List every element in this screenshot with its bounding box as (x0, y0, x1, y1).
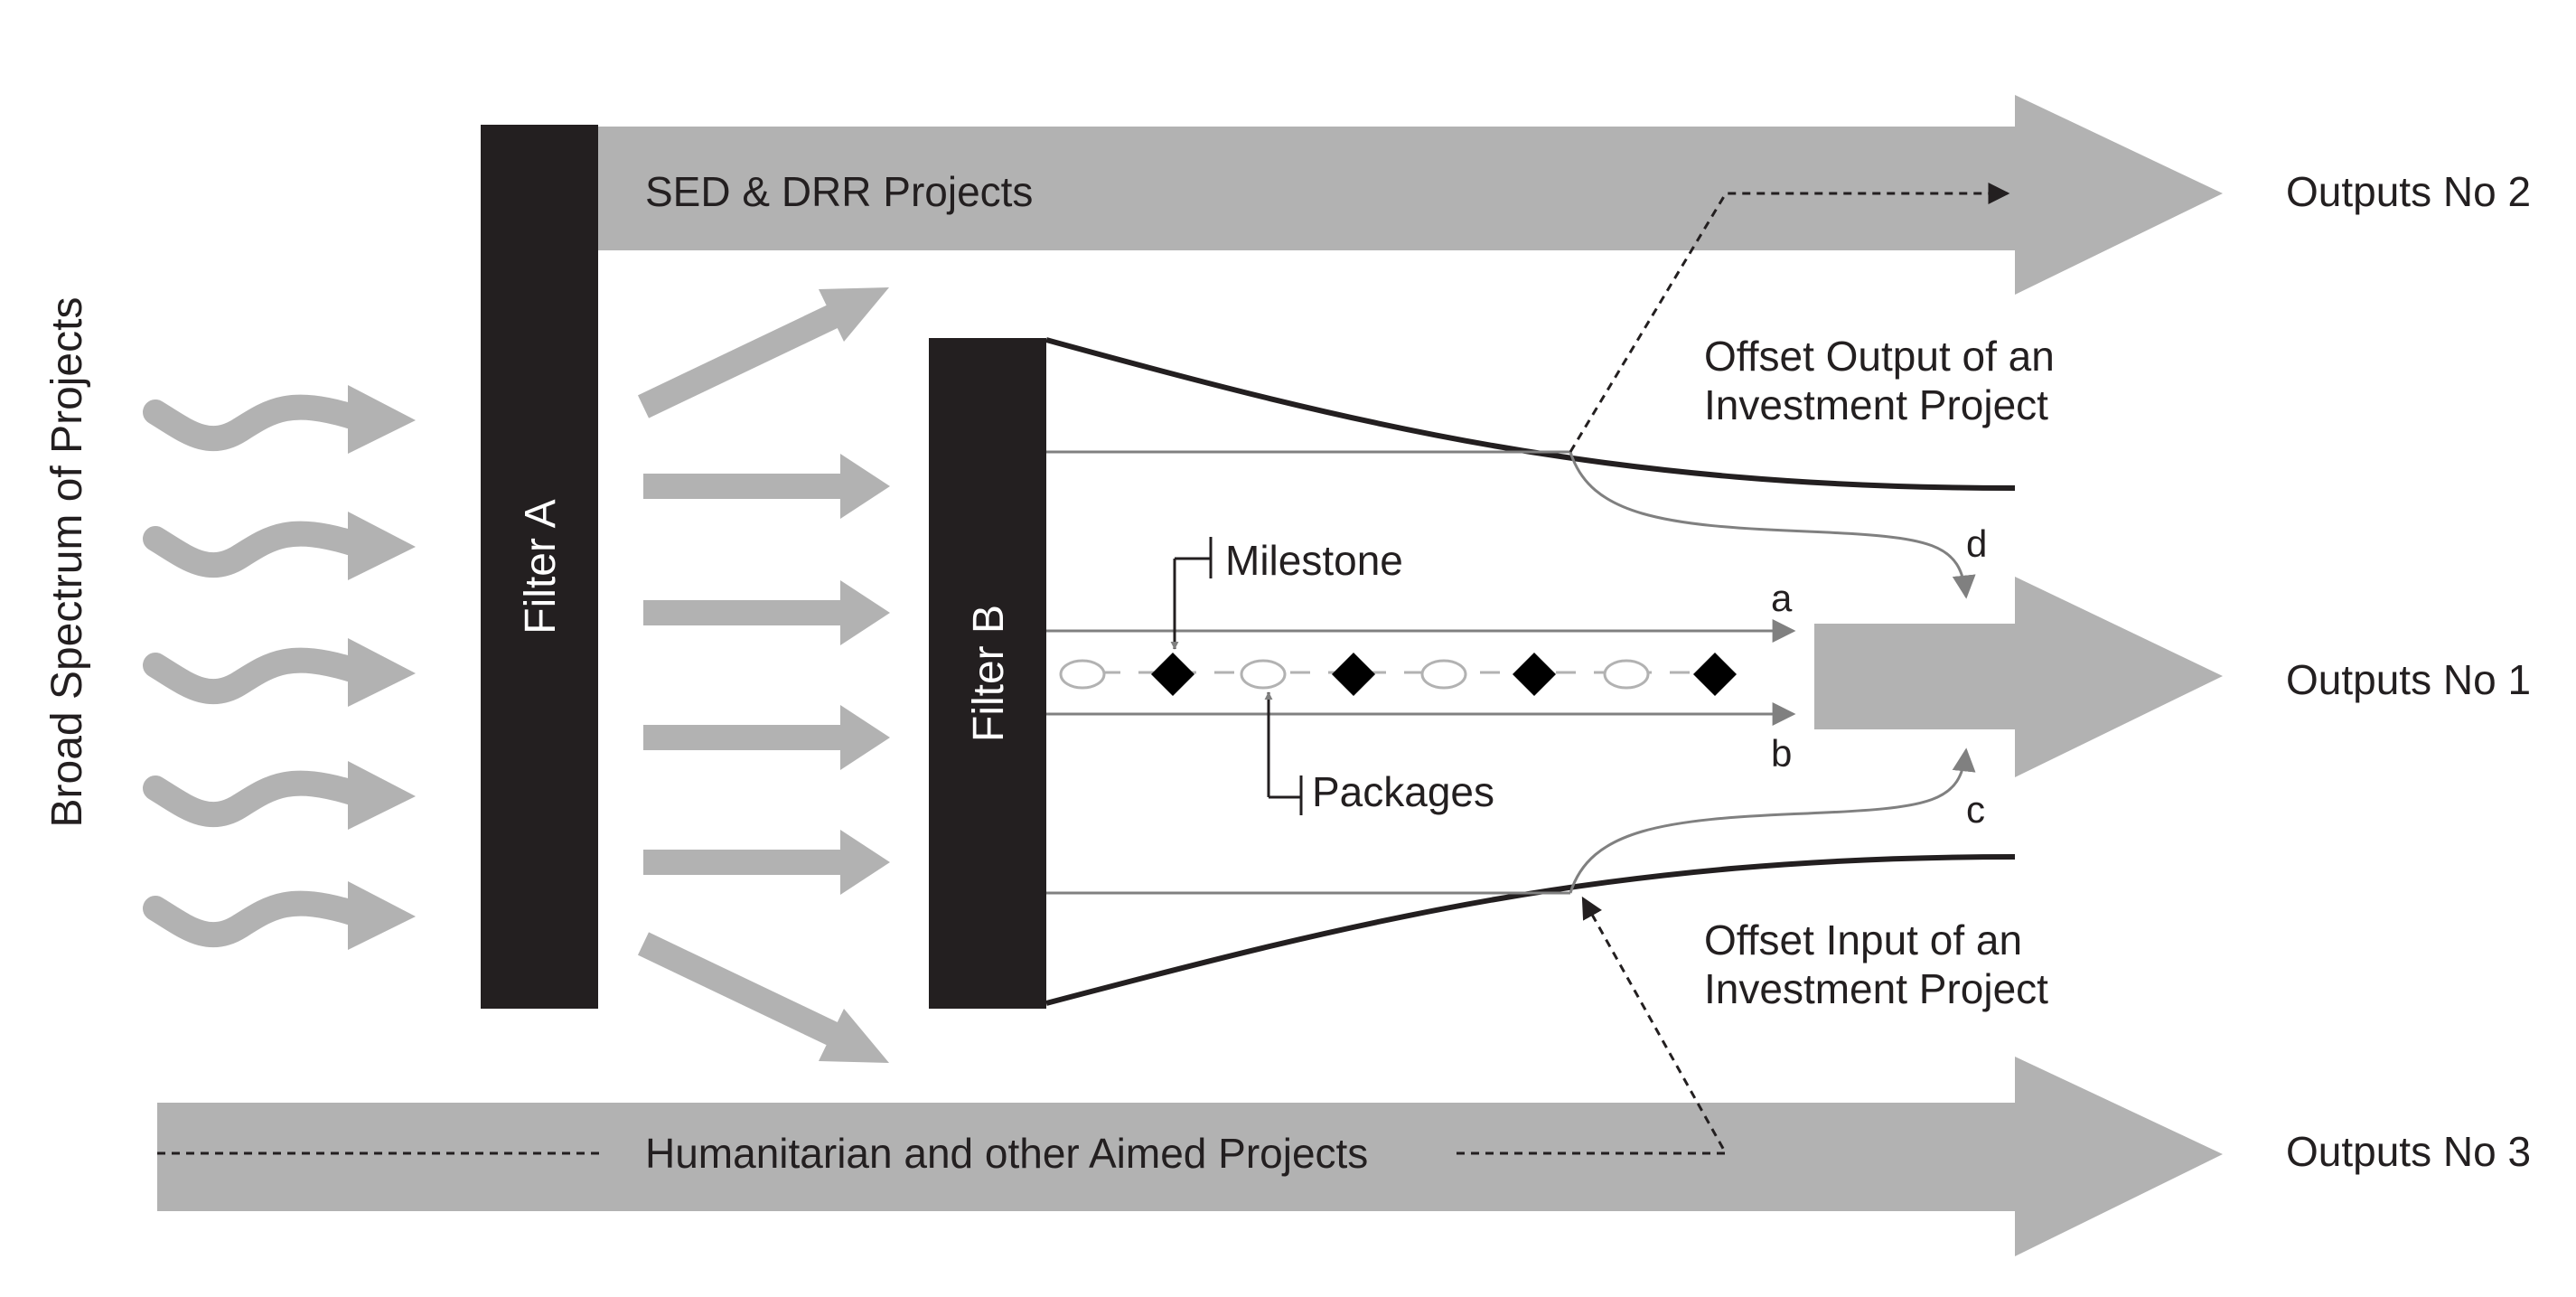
top-flow-arrow (596, 95, 2223, 295)
top-flow-label: SED & DRR Projects (645, 168, 1033, 215)
input-wave-arrow-4 (143, 761, 416, 830)
horizontal-arrow-1 (643, 454, 890, 519)
milestone-callout (1170, 537, 1213, 650)
offset-output-label: Offset Output of an Investment Project (1704, 333, 2066, 428)
horizontal-arrow-3 (643, 705, 890, 770)
milestone-label: Milestone (1225, 537, 1403, 584)
bottom-flow-arrow (157, 1057, 2223, 1256)
packages-label: Packages (1312, 768, 1494, 815)
side-label: Broad Spectrum of Projects (43, 297, 91, 828)
input-wave-arrow-2 (143, 512, 416, 580)
offset-output-line-1: Offset Output of an (1704, 333, 2055, 380)
offset-input-line-1: Offset Input of an (1704, 916, 2022, 963)
package-2 (1240, 659, 1287, 690)
input-wave-arrow-1 (143, 385, 416, 454)
package-4 (1603, 659, 1650, 690)
filter-a-label: Filter A (517, 499, 565, 634)
outputs-no1-label: Outputs No 1 (2286, 656, 2531, 703)
main-output-arrow (1814, 577, 2223, 777)
package-milestone-chain (1059, 653, 1737, 696)
filter-a-bar (481, 125, 598, 1009)
channel-d-label: d (1966, 522, 1987, 565)
channel-c-label: c (1966, 788, 1985, 831)
channel-b-label: b (1771, 732, 1792, 775)
filter-b-bar (929, 338, 1046, 1009)
funnel-upper-curve (1045, 337, 2016, 491)
bottom-flow-label: Humanitarian and other Aimed Projects (645, 1130, 1368, 1177)
outputs-no2-label: Outputs No 2 (2286, 168, 2531, 215)
horizontal-arrow-2 (643, 580, 890, 645)
channel-d-arrow (1569, 451, 1976, 599)
milestone-3 (1513, 653, 1556, 696)
horizontal-arrow-4 (643, 830, 890, 895)
milestone-1 (1151, 653, 1194, 696)
outputs-no3-label: Outputs No 3 (2286, 1128, 2531, 1175)
channel-a-label: a (1771, 577, 1793, 619)
package-3 (1420, 659, 1467, 690)
channel-c-arrow (1569, 747, 1976, 894)
offset-input-label: Offset Input of an Investment Project (1704, 916, 2048, 1012)
funnel-lower-curve (1045, 854, 2016, 1006)
offset-input-connector (157, 896, 1728, 1155)
diagonal-down-arrow (637, 932, 889, 1063)
milestone-4 (1693, 653, 1737, 696)
input-wave-arrow-5 (143, 881, 416, 950)
input-wave-arrow-3 (143, 638, 416, 707)
milestone-2 (1332, 653, 1375, 696)
packages-callout (1264, 691, 1303, 815)
offset-input-line-2: Investment Project (1704, 965, 2048, 1012)
offset-output-line-2: Investment Project (1704, 381, 2048, 428)
filter-b-label: Filter B (965, 605, 1013, 742)
package-1 (1059, 659, 1106, 690)
diagonal-up-arrow (637, 287, 889, 418)
input-wave-arrows (143, 385, 416, 950)
filter-a-output-arrows (637, 287, 890, 1063)
